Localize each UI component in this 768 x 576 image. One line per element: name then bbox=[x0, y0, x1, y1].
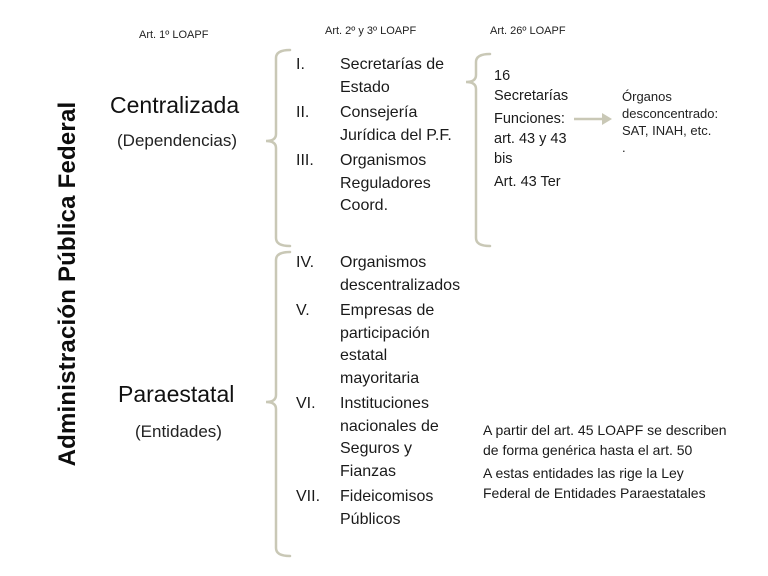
secretarias-details: 16 Secretarías Funciones: art. 43 y 43 b… bbox=[494, 66, 582, 195]
list-item: VI. Instituciones nacionales de Seguros … bbox=[296, 393, 460, 483]
organos-line: . bbox=[622, 140, 626, 155]
organos-line: SAT, INAH, etc. bbox=[622, 123, 712, 138]
item-number: III. bbox=[296, 152, 314, 169]
organos-line: desconcentrado: bbox=[622, 106, 719, 121]
list-item: II. Consejería Jurídica del P.F. bbox=[296, 102, 460, 147]
list-item: I. Secretarías de Estado bbox=[296, 54, 460, 99]
list-item: V. Empresas de participación estatal may… bbox=[296, 300, 460, 390]
item-text: Consejería Jurídica del P.F. bbox=[340, 104, 452, 144]
secretarias-count: 16 Secretarías bbox=[494, 68, 569, 104]
header-art-1: Art. 1º LOAPF bbox=[139, 29, 209, 41]
item-number: VI. bbox=[296, 395, 316, 412]
organos-desconcentrados: Órganos desconcentrado: SAT, INAH, etc. … bbox=[622, 88, 718, 156]
item-text: Empresas de participación estatal mayori… bbox=[340, 302, 435, 387]
paraestatal-title: Paraestatal bbox=[118, 381, 235, 407]
item-number: V. bbox=[296, 302, 310, 319]
centralizada-subtitle: (Dependencias) bbox=[117, 131, 238, 150]
paraestatal-bracket bbox=[265, 250, 292, 558]
list-item: III. Organismos Reguladores Coord. bbox=[296, 150, 460, 218]
item-number: IV. bbox=[296, 254, 315, 271]
centralizada-list: I. Secretarías de Estado II. Consejería … bbox=[296, 54, 460, 221]
item-number: VII. bbox=[296, 488, 321, 505]
header-art-2-3: Art. 2º y 3º LOAPF bbox=[325, 25, 417, 37]
art-43-ter: Art. 43 Ter bbox=[494, 174, 561, 190]
vertical-title: Administración Pública Federal bbox=[54, 101, 81, 467]
centralizada-title: Centralizada bbox=[110, 92, 240, 118]
list-item: IV. Organismos descentralizados bbox=[296, 252, 460, 297]
header-art-26: Art. 26º LOAPF bbox=[490, 25, 566, 37]
item-text: Organismos Reguladores Coord. bbox=[340, 152, 431, 214]
item-text: Secretarías de Estado bbox=[340, 56, 445, 96]
note-art-45: A partir del art. 45 LOAPF se describen … bbox=[483, 422, 727, 458]
paraestatal-subtitle: (Entidades) bbox=[135, 422, 222, 441]
item-number: I. bbox=[296, 56, 305, 73]
item-text: Fideicomisos Públicos bbox=[340, 488, 434, 528]
centralizada-bracket bbox=[265, 48, 292, 248]
arrow-right-icon bbox=[574, 113, 612, 125]
funciones-text: Funciones: art. 43 y 43 bis bbox=[494, 111, 567, 167]
paraestatal-notes: A partir del art. 45 LOAPF se describen … bbox=[483, 420, 733, 506]
item-text: Instituciones nacionales de Seguros y Fi… bbox=[340, 395, 439, 480]
paraestatal-list: IV. Organismos descentralizados V. Empre… bbox=[296, 252, 460, 534]
item-text: Organismos descentralizados bbox=[340, 254, 461, 294]
item-number: II. bbox=[296, 104, 310, 121]
details-bracket bbox=[465, 52, 492, 248]
list-item: VII. Fideicomisos Públicos bbox=[296, 486, 460, 531]
organos-line: Órganos bbox=[622, 89, 672, 104]
note-ley-federal: A estas entidades las rige la Ley Federa… bbox=[483, 465, 706, 501]
